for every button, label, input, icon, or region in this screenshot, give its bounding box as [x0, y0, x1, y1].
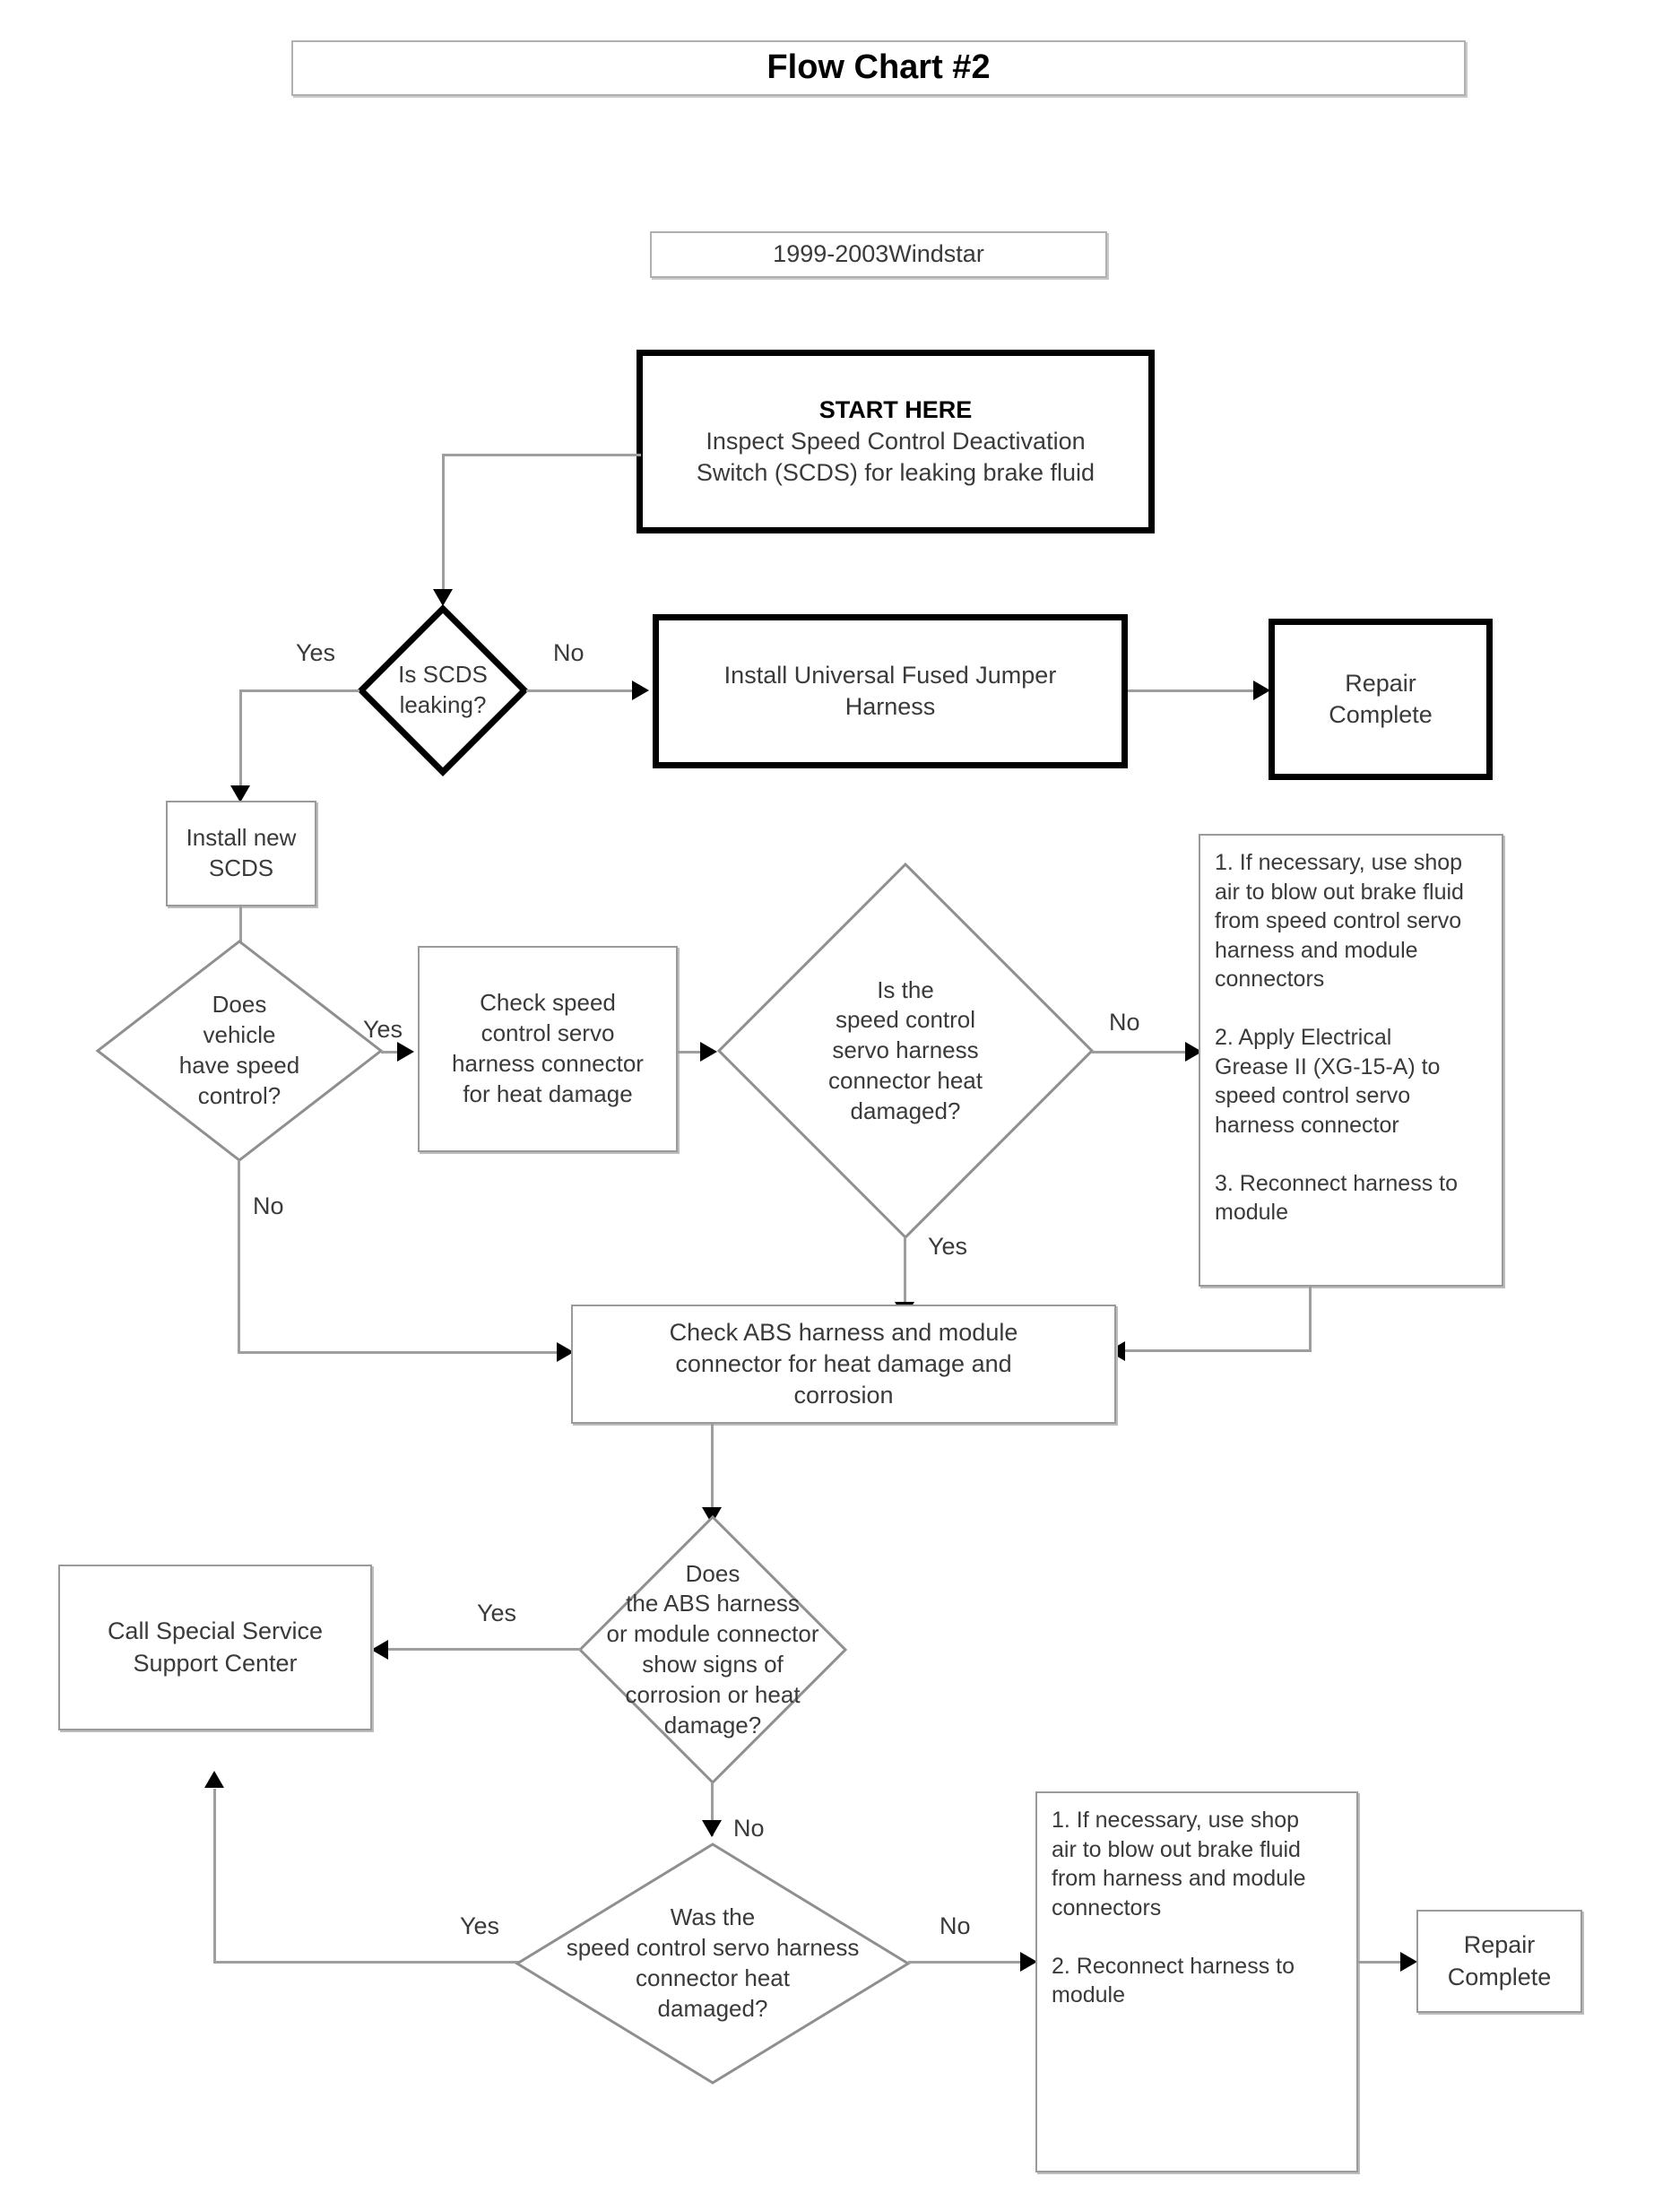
conn-check-servo-to-diamond: [678, 1051, 709, 1053]
arrow-abs-no-to-servo2: [702, 1820, 722, 1837]
node-servo-heat-damaged: Is the speed control servo harness conne…: [716, 862, 1095, 1240]
edge-label-servo-damaged-yes: Yes: [928, 1233, 968, 1260]
node-start: START HERE Inspect Speed Control Deactiv…: [636, 350, 1155, 533]
conn-scds-no-h: [526, 689, 643, 692]
conn-start-left: [442, 454, 641, 456]
vehicle-model-box: 1999-2003Windstar: [650, 231, 1107, 278]
node-install-jumper-harness: Install Universal Fused Jumper Harness: [653, 614, 1128, 768]
conn-servo-steps-left: [1123, 1349, 1312, 1352]
node-repair-complete-bottom: Repair Complete: [1416, 1910, 1582, 2013]
edge-label-abs-yes: Yes: [477, 1600, 517, 1626]
start-heading: START HERE: [818, 395, 973, 423]
conn-speed-no-h: [238, 1351, 567, 1354]
node-has-speed-control-label: Does vehicle have speed control?: [178, 991, 300, 1109]
edge-label-servo-damaged-no: No: [1109, 1009, 1140, 1036]
node-call-support: Call Special Service Support Center: [58, 1565, 372, 1730]
node-abs-corrosion-label: Does the ABS harness or module connector…: [606, 1559, 819, 1738]
node-servo-heat-damaged-2: Was the speed control servo harness conn…: [515, 1843, 911, 2085]
node-check-servo-harness: Check speed control servo harness connec…: [418, 946, 678, 1152]
node-is-scds-leaking-label: Is SCDS leaking?: [398, 661, 488, 718]
conn-newscds-down: [239, 906, 242, 967]
node-servo-heat-damaged-label: Is the speed control servo harness conne…: [827, 975, 983, 1124]
node-servo-steps: 1. If necessary, use shop air to blow ou…: [1199, 834, 1503, 1287]
conn-return-v: [213, 1789, 216, 1964]
node-check-abs: Check ABS harness and module connector f…: [571, 1305, 1116, 1424]
conn-servo-yes-v: [904, 1237, 906, 1308]
edge-label-scds-yes: Yes: [296, 639, 336, 666]
arrow-to-install-new-scds: [230, 785, 250, 802]
conn-scds-yes-v: [239, 689, 242, 793]
arrow-to-check-servo-harness: [397, 1042, 414, 1062]
arrow-to-scds-diamond: [433, 589, 453, 606]
edge-label-scds-no: No: [553, 639, 585, 666]
arrow-to-harness-steps: [1020, 1952, 1037, 1972]
conn-abs-yes-h: [387, 1648, 581, 1651]
conn-servo2-no-h: [908, 1961, 1031, 1964]
edge-label-servo2-yes: Yes: [460, 1912, 500, 1939]
arrow-to-servo-heat-damaged: [700, 1042, 717, 1062]
arrow-to-repair-complete-top: [1253, 681, 1270, 700]
node-harness-steps: 1. If necessary, use shop air to blow ou…: [1035, 1791, 1358, 2172]
arrow-to-install-jumper: [632, 681, 649, 700]
node-has-speed-control: Does vehicle have speed control?: [95, 940, 384, 1162]
conn-speed-no-v: [238, 1160, 240, 1354]
conn-scds-yes-h: [239, 689, 359, 692]
node-repair-complete-top: Repair Complete: [1269, 619, 1493, 780]
arrow-to-servo-steps: [1185, 1042, 1202, 1062]
start-body: Inspect Speed Control Deactivation Switc…: [696, 427, 1095, 487]
conn-check-abs-down: [711, 1424, 714, 1513]
conn-start-down: [442, 454, 445, 595]
conn-servo-no-h: [1092, 1051, 1196, 1053]
edge-label-speed-control-yes: Yes: [363, 1016, 403, 1043]
node-install-new-scds: Install new SCDS: [166, 801, 316, 906]
edge-label-speed-control-no: No: [253, 1192, 284, 1219]
edge-label-servo2-no: No: [940, 1912, 971, 1939]
conn-abs-no-v: [711, 1782, 714, 1836]
page-title: Flow Chart #2: [291, 40, 1466, 96]
arrow-to-repair-complete-bottom: [1400, 1952, 1417, 1972]
arrow-to-call-support: [371, 1640, 388, 1660]
conn-speed-yes-h: [381, 1051, 408, 1053]
conn-harness-steps-to-repair: [1358, 1961, 1412, 1964]
edge-label-abs-no: No: [733, 1815, 765, 1842]
node-is-scds-leaking: Is SCDS leaking?: [357, 604, 529, 776]
arrow-speed-no-to-check-abs: [557, 1342, 574, 1362]
conn-return-h: [213, 1961, 520, 1964]
conn-jumper-to-repair: [1128, 689, 1264, 692]
node-servo-heat-damaged-2-label: Was the speed control servo harness conn…: [566, 1903, 860, 2022]
node-abs-corrosion: Does the ABS harness or module connector…: [577, 1514, 848, 1785]
arrow-return-to-call-support: [204, 1771, 224, 1788]
conn-servo-steps-down: [1309, 1287, 1312, 1351]
